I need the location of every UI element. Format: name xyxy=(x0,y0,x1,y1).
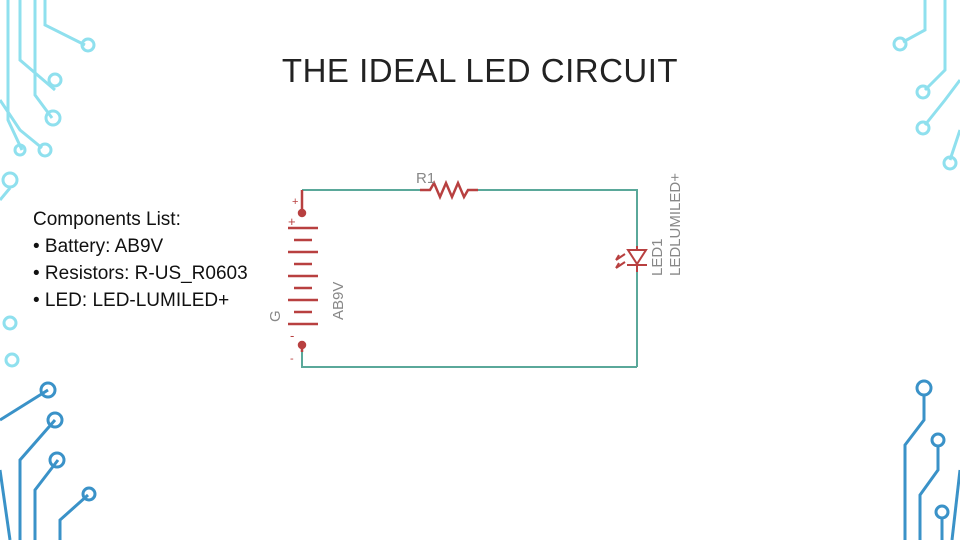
battery-plus-inner: + xyxy=(288,214,296,229)
resistor-r1[interactable] xyxy=(420,179,478,201)
components-list: Components List: • Battery: AB9V • Resis… xyxy=(33,206,248,314)
battery-plus-outer: + xyxy=(292,196,298,208)
battery-ab9v[interactable] xyxy=(288,190,318,352)
trace-top-left xyxy=(0,0,96,368)
resistor-label: R1 xyxy=(416,170,435,187)
trace-bottom-right xyxy=(903,379,960,540)
wire-bottom xyxy=(301,348,637,368)
component-item-resistor: • Resistors: R-US_R0603 xyxy=(33,263,248,284)
led-lumiled[interactable] xyxy=(615,246,648,272)
components-heading: Components List: xyxy=(33,209,181,230)
component-item-led: • LED: LED-LUMILED+ xyxy=(33,290,230,311)
led-value-label: LEDLUMILED+ xyxy=(667,173,684,276)
slide-title: THE IDEAL LED CIRCUIT xyxy=(281,52,679,89)
battery-value-label: AB9V xyxy=(330,282,347,320)
battery-name-label: G xyxy=(267,310,284,322)
battery-minus-outer: - xyxy=(290,353,294,365)
wire-top-right xyxy=(478,189,638,246)
led-name-label: LED1 xyxy=(649,238,666,276)
trace-top-right xyxy=(892,0,960,171)
component-item-battery: • Battery: AB9V xyxy=(33,236,164,257)
battery-minus-inner: - xyxy=(290,328,294,343)
wires xyxy=(301,189,638,368)
trace-bottom-left xyxy=(0,381,97,540)
